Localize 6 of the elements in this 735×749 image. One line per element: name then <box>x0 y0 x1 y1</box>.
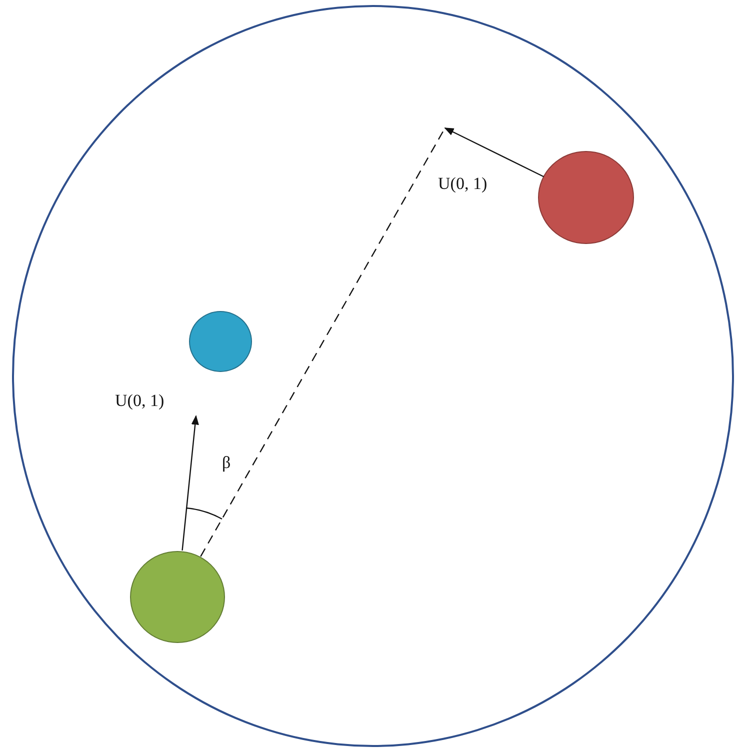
angle-label: β <box>222 453 231 473</box>
outer-circle <box>12 5 734 747</box>
arrow <box>444 127 544 178</box>
edge-label: U(0, 1) <box>438 174 488 194</box>
edge-label: U(0, 1) <box>115 391 164 411</box>
arrow <box>182 415 199 551</box>
